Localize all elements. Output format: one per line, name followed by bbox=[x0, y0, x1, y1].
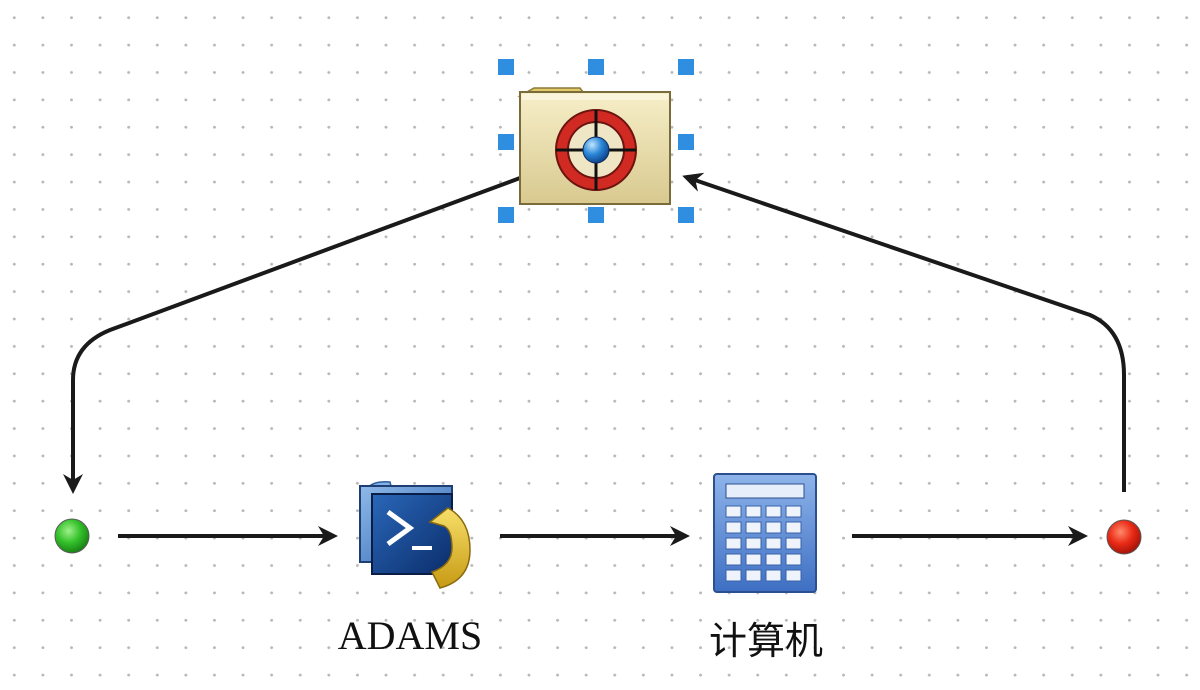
selection-handle[interactable] bbox=[678, 207, 694, 223]
calculator-icon bbox=[713, 473, 817, 593]
red-dot-icon bbox=[1106, 519, 1142, 555]
calculator-key bbox=[745, 521, 762, 534]
calculator-key bbox=[765, 553, 782, 566]
selection-handle[interactable] bbox=[678, 59, 694, 75]
calculator-label: 计算机 bbox=[708, 619, 823, 663]
adams-label: ADAMS bbox=[337, 613, 483, 658]
selection-handle[interactable] bbox=[498, 134, 514, 150]
calculator-key bbox=[765, 521, 782, 534]
selection-handle[interactable] bbox=[498, 59, 514, 75]
calculator-key bbox=[785, 537, 802, 550]
start-node[interactable] bbox=[54, 518, 90, 554]
calculator-key bbox=[745, 505, 762, 518]
calculator-key bbox=[765, 505, 782, 518]
calculator-key bbox=[745, 537, 762, 550]
edge-loop-to-start[interactable] bbox=[63, 176, 521, 494]
edges bbox=[63, 172, 1126, 546]
calculator-key bbox=[725, 505, 742, 518]
edge-end-to-loop[interactable] bbox=[682, 172, 1126, 492]
calculator-key bbox=[725, 537, 742, 550]
calculator-key bbox=[785, 569, 802, 582]
selection-handle[interactable] bbox=[588, 207, 604, 223]
selection-handle[interactable] bbox=[498, 207, 514, 223]
calculator-key bbox=[725, 553, 742, 566]
adams-console-icon bbox=[359, 481, 471, 589]
selection-handle[interactable] bbox=[678, 134, 694, 150]
loop-node[interactable] bbox=[498, 59, 694, 223]
calculator-key bbox=[765, 569, 782, 582]
green-dot-icon bbox=[54, 518, 90, 554]
calculator-key bbox=[725, 521, 742, 534]
selection-handle[interactable] bbox=[588, 59, 604, 75]
calculator-key bbox=[785, 505, 802, 518]
calculator-key bbox=[745, 553, 762, 566]
lifebuoy-folder-icon bbox=[517, 87, 671, 205]
calculator-node[interactable] bbox=[713, 473, 817, 593]
calculator-key bbox=[785, 521, 802, 534]
calculator-key bbox=[785, 553, 802, 566]
calculator-key bbox=[765, 537, 782, 550]
calculator-key bbox=[725, 569, 742, 582]
calculator-key bbox=[745, 569, 762, 582]
end-node[interactable] bbox=[1106, 519, 1142, 555]
adams-node[interactable] bbox=[359, 481, 471, 589]
selection-handles bbox=[498, 59, 694, 223]
